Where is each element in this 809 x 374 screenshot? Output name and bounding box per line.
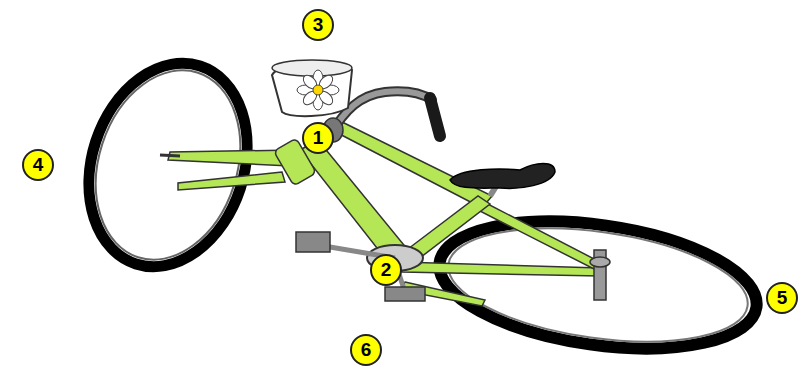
seat-stay	[474, 200, 600, 270]
top-tube	[328, 120, 492, 208]
callout-number: 2	[370, 254, 402, 286]
callout-number: 1	[302, 122, 334, 154]
front-tire	[64, 43, 273, 288]
callout-number: 4	[22, 149, 54, 181]
callout-number: 6	[350, 334, 382, 366]
pedal	[296, 232, 330, 252]
front-axle	[160, 155, 180, 156]
rear-rim	[441, 212, 755, 359]
basket-rim	[272, 60, 352, 76]
front-rim	[72, 51, 263, 278]
rear-hub-cap	[590, 257, 610, 267]
rear-tire	[431, 203, 765, 366]
chain-stay	[400, 262, 600, 276]
callout-number: 5	[766, 282, 798, 314]
callout-number: 3	[302, 9, 334, 41]
saddle	[450, 164, 555, 189]
pedal	[385, 287, 425, 301]
grip	[430, 98, 440, 136]
fork-lower	[178, 172, 285, 190]
flower-center	[313, 85, 323, 95]
flower	[297, 70, 339, 110]
